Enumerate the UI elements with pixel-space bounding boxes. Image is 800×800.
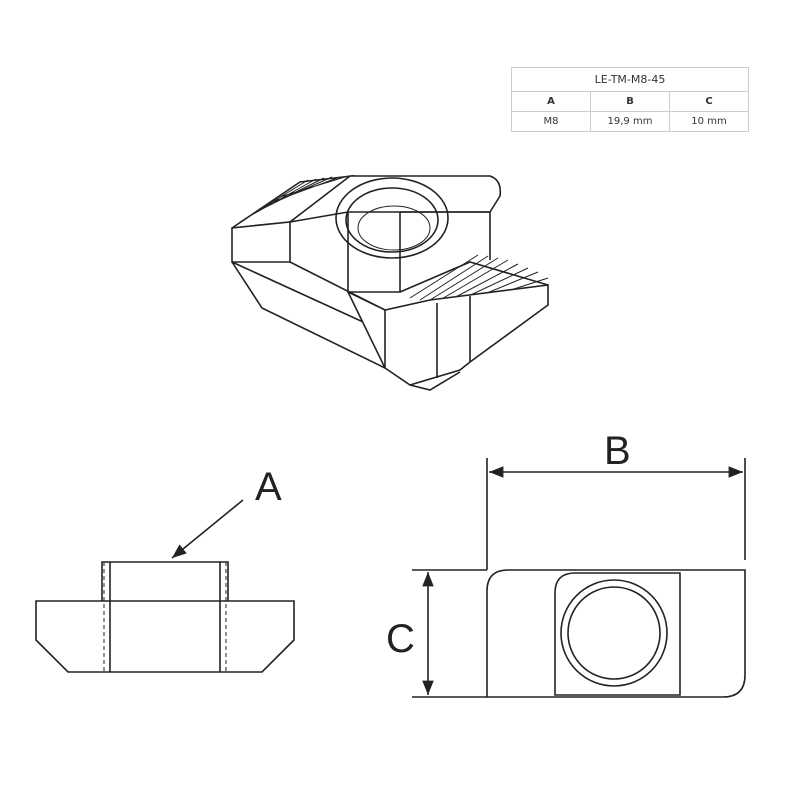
table-title: LE-TM-M8-45 — [511, 67, 749, 92]
label-c: C — [386, 617, 415, 661]
label-b: B — [604, 429, 631, 473]
label-a: A — [255, 465, 282, 509]
spec-table: LE-TM-M8-45 A B C M8 19,9 mm 10 mm — [511, 67, 749, 132]
side-view — [35, 499, 295, 673]
value-b: 19,9 mm — [590, 111, 670, 132]
isometric-nut-view — [231, 174, 549, 391]
pointer-arrow-a — [171, 499, 244, 559]
value-c: 10 mm — [669, 111, 749, 132]
top-view — [412, 458, 746, 698]
